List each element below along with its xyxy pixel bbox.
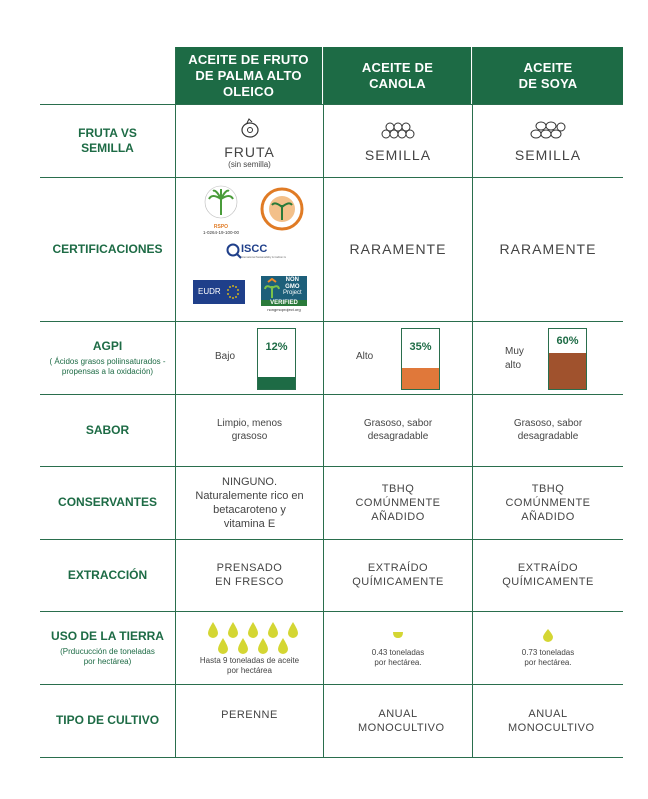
- header-canola: ACEITE DE CANOLA: [324, 47, 471, 104]
- rspo-logo: RSPO 1-0264-19-100-00: [196, 185, 246, 235]
- row-label-cult: TIPO DE CULTIVO: [55, 713, 160, 727]
- cell-soy-ext: EXTRAÍDO QUÍMICAMENTE: [502, 562, 594, 588]
- seeds-icon: [381, 122, 415, 138]
- agpi-soy-fill: [549, 353, 586, 389]
- agpi-palm-meter: 12%: [257, 328, 296, 390]
- header-soy: ACEITE DE SOYA: [473, 47, 623, 104]
- small-oil-drop-icon: [393, 631, 403, 638]
- row-label-cert: CERTIFICACIONES: [52, 241, 163, 256]
- header-palm: ACEITE DE FRUTO DE PALMA ALTO OLEICO: [175, 47, 322, 104]
- row-label-agpi: AGPI ( Ácidos grasos poliinsaturados - p…: [49, 338, 166, 376]
- agpi-soy-level: Muy alto: [505, 346, 524, 371]
- cell-soy-cons: TBHQ COMÚNMENTE AÑADIDO: [505, 482, 591, 523]
- row-label-ext: EXTRACCIÓN: [67, 567, 148, 582]
- cell-canola-cert: RARAMENTE: [349, 241, 447, 257]
- row-label-sabor: SABOR: [85, 422, 130, 437]
- non-gmo-logo: NON GMO Project VERIFIED nongmoproject.o…: [261, 276, 307, 312]
- row-label-cons: CONSERVANTES: [58, 495, 157, 509]
- palm-fruit-icon: [240, 117, 259, 138]
- cell-soy-cult: ANUAL MONOCULTIVO: [508, 707, 595, 734]
- row-label-fruit: FRUTA VS SEMILLA: [78, 125, 137, 155]
- cell-palm-cert: RSPO 1-0264-19-100-00 ISCC International…: [176, 177, 323, 321]
- eudr-logo: EUDR: [193, 280, 245, 304]
- agpi-canola-level: Alto: [356, 351, 374, 362]
- iscc-logo: ISCC International Sustainability & Carb…: [226, 241, 286, 263]
- soy-beans-icon: [530, 121, 566, 138]
- cell-soy-fruit: SEMILLA: [473, 104, 623, 177]
- agpi-canola-fill: [402, 368, 439, 389]
- oil-drops-icon: [207, 621, 298, 654]
- cell-soy-sabor: Grasoso, sabor desagradable: [513, 418, 583, 442]
- cell-palm-sabor: Limpio, menos grasoso: [216, 418, 283, 442]
- cell-canola-cult: ANUAL MONOCULTIVO: [358, 707, 445, 734]
- cell-palm-land: Hasta 9 toneladas de aceite por hectárea: [176, 611, 323, 684]
- cell-canola-ext: EXTRAÍDO QUÍMICAMENTE: [352, 562, 444, 588]
- row-label-land: USO DE LA TIERRA (Prducucción de tonelad…: [51, 628, 164, 666]
- agpi-canola-meter: 35%: [401, 328, 440, 390]
- agpi-palm-fill: [258, 377, 295, 389]
- agpi-palm-level: Bajo: [215, 351, 236, 362]
- cell-palm-cons: NINGUNO. Naturalemente rico en betacarot…: [195, 475, 304, 530]
- cell-canola-fruit: SEMILLA: [324, 104, 472, 177]
- cell-canola-sabor: Grasoso, sabor desagradable: [363, 418, 433, 442]
- cell-palm-fruit: FRUTA (sin semilla): [176, 104, 323, 177]
- agpi-soy-meter: 60%: [548, 328, 587, 390]
- cell-canola-land: 0.43 toneladas por hectárea.: [324, 611, 472, 684]
- cell-canola-cons: TBHQ COMÚNMENTE AÑADIDO: [355, 482, 441, 523]
- cell-palm-ext: PRENSADO EN FRESCO: [215, 562, 284, 588]
- cell-soy-cert: RARAMENTE: [499, 241, 597, 257]
- cell-soy-land: 0.73 toneladas por hectárea.: [473, 611, 623, 684]
- cell-palm-cult: PERENNE: [221, 708, 278, 721]
- cero-deforestacion-logo: [260, 187, 304, 231]
- oil-drop-icon: [543, 628, 553, 642]
